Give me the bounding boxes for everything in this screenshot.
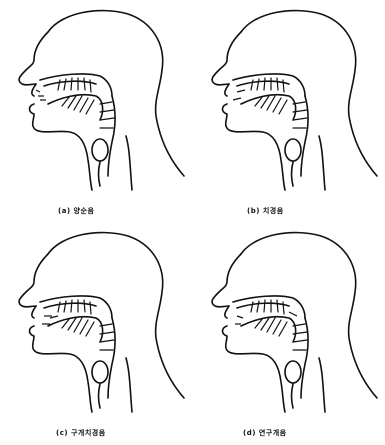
panel-a: (a) 양순음	[0, 0, 192, 222]
vocal-tract-diagram-b	[193, 0, 385, 222]
vocal-tract-diagram-a	[0, 0, 192, 222]
vocal-tract-diagram-d	[193, 222, 385, 444]
panel-c: (c) 구개치경음	[0, 222, 192, 444]
panel-d: (d) 연구개음	[193, 222, 385, 444]
vocal-tract-diagram-c	[0, 222, 192, 444]
panel-b: (b) 치경음	[193, 0, 385, 222]
